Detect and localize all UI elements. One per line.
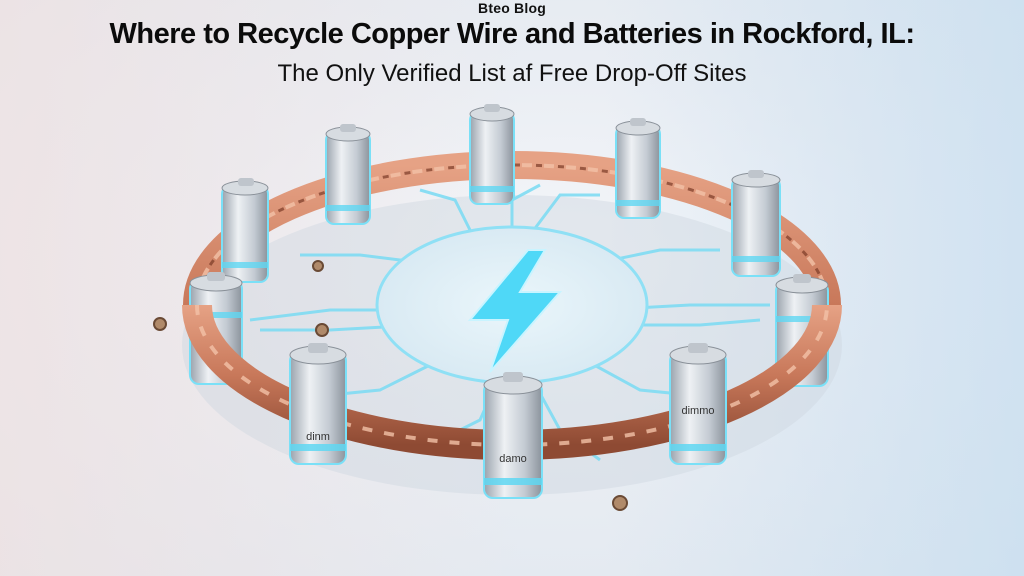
battery-icon bbox=[731, 170, 781, 277]
battery-icon: damo bbox=[483, 372, 543, 499]
battery-icon bbox=[469, 104, 515, 205]
battery-icon bbox=[221, 178, 269, 283]
small-screws bbox=[153, 260, 628, 511]
screw bbox=[153, 317, 167, 331]
screw bbox=[315, 323, 329, 337]
battery-label: dinm bbox=[306, 431, 330, 443]
battery-icon: dinm bbox=[289, 343, 347, 465]
screw bbox=[312, 260, 324, 272]
battery-icon bbox=[615, 118, 661, 219]
article-headline: Where to Recycle Copper Wire and Batteri… bbox=[109, 18, 915, 50]
screw bbox=[612, 495, 628, 511]
battery-icon bbox=[325, 124, 371, 225]
battery-label: damo bbox=[499, 453, 527, 465]
copper-ring-front-twist bbox=[195, 304, 829, 447]
battery-label: dimmo bbox=[681, 405, 714, 417]
lightning-bolt-icon bbox=[467, 249, 563, 373]
battery-icon: dimmo bbox=[669, 343, 727, 465]
article-subheadline: The Only Verified List af Free Drop-Off … bbox=[277, 60, 747, 87]
blog-brand: Bteo Blog bbox=[478, 0, 546, 16]
